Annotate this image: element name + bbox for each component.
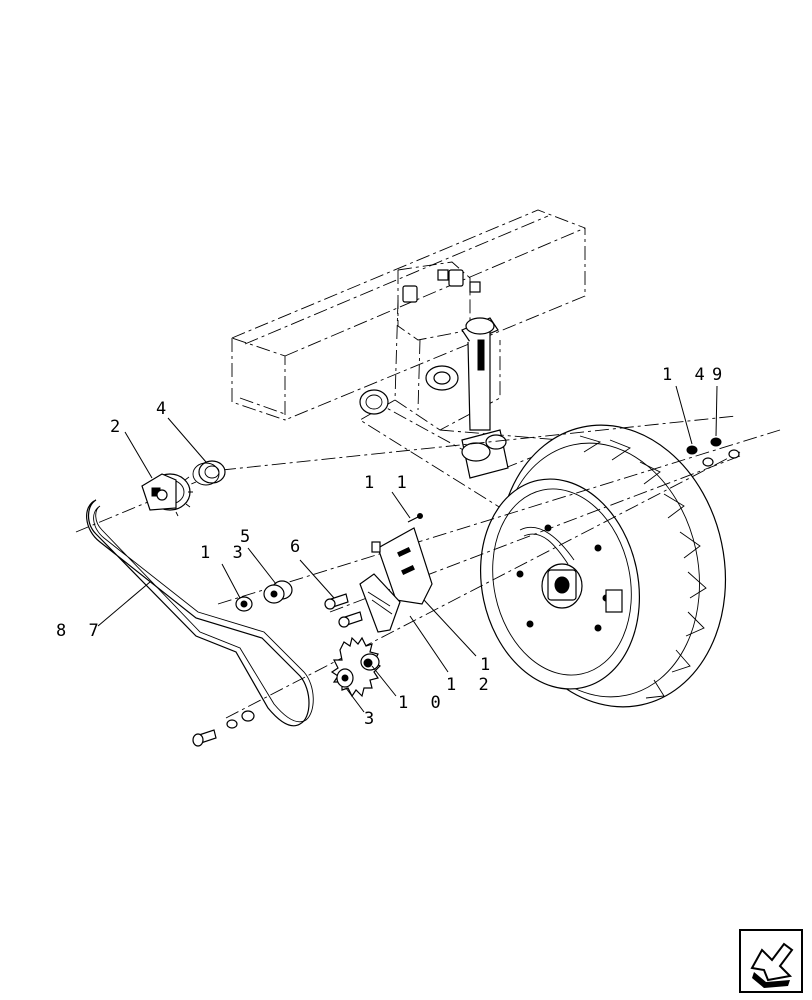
callout-9: 9 [712, 365, 728, 385]
idler-pulley-5 [263, 580, 293, 604]
shield-plate-11 [359, 573, 401, 633]
callout-5: 5 [240, 527, 256, 547]
leader-lines [97, 385, 718, 713]
washer-13 [235, 596, 253, 612]
callout-13: 1 3 [200, 543, 249, 563]
bracket-bolts [402, 269, 481, 303]
gauge-wheel [479, 424, 727, 708]
callout-8-7: 8 7 [56, 621, 105, 641]
carriage-bolts-6 [324, 593, 363, 628]
bushing-12 [360, 653, 380, 671]
callout-10: 1 1 [364, 473, 413, 493]
cotter-pin-10 [407, 513, 423, 523]
idler-sprocket-assembly [141, 473, 193, 517]
mounting-plate-1 [371, 527, 433, 605]
drive-sprocket-3 [330, 636, 381, 698]
callout-4: 4 [156, 399, 172, 419]
callout-2: 2 [110, 417, 126, 437]
callout-12: 1 0 [398, 693, 447, 713]
return-arrow-icon[interactable] [739, 929, 803, 993]
callout-3: 3 [364, 709, 380, 729]
shaft-collar [359, 389, 389, 415]
nuts-14-9 [686, 437, 740, 467]
bearing-spacer [192, 460, 226, 486]
mounting-bolt-lower [192, 710, 255, 747]
callout-14: 1 4 [662, 365, 711, 385]
roller-chain [86, 499, 314, 727]
callout-11: 1 2 [446, 675, 495, 695]
toolbar-frame-phantom [231, 209, 586, 421]
callout-6: 6 [290, 537, 306, 557]
callout-1: 1 [480, 655, 496, 675]
pivot-spindle [425, 317, 509, 479]
callout-labels: 2 4 1 1 5 6 1 3 8 7 1 2 1 1 0 3 1 4 9 [56, 365, 728, 729]
